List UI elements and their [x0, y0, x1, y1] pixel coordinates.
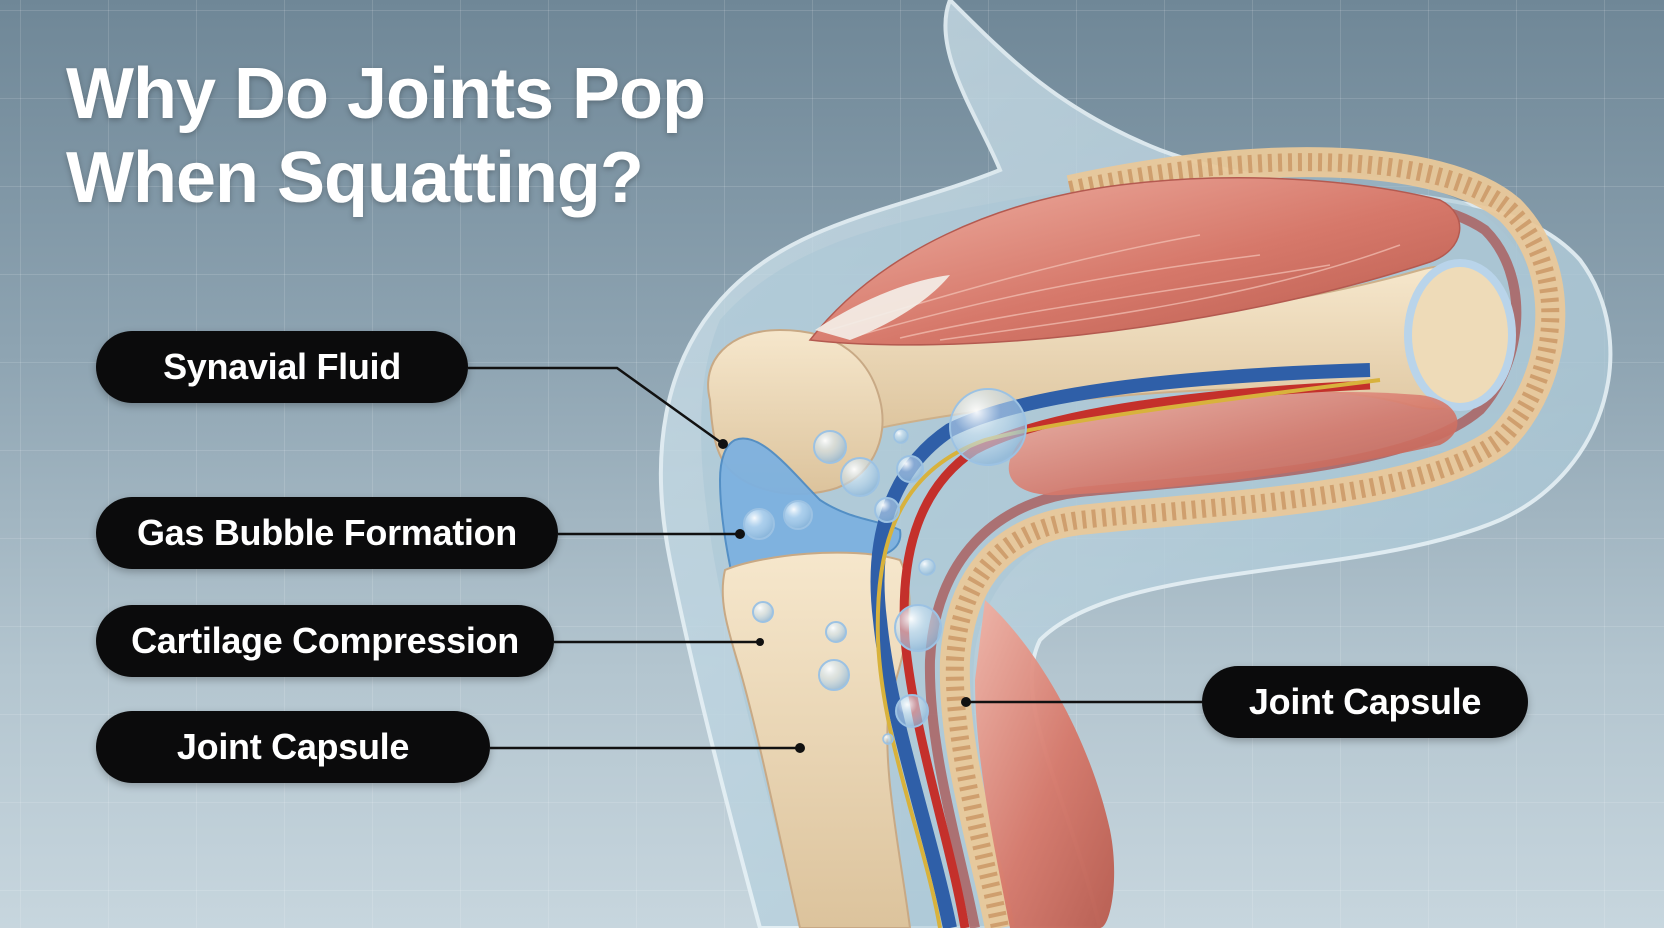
- gas-bubbles: [743, 388, 1027, 745]
- vein: [870, 363, 1371, 928]
- label-joint-capsule-left: Joint Capsule: [96, 711, 490, 783]
- artery: [899, 380, 1371, 928]
- label-gas-bubble-formation: Gas Bubble Formation: [96, 497, 558, 569]
- hamstring-muscle: [1008, 391, 1458, 496]
- leader-synovial-fluid: [468, 366, 724, 446]
- calf-muscle: [975, 600, 1115, 928]
- page-title: Why Do Joints Pop When Squatting?: [66, 54, 706, 218]
- label-joint-capsule-right: Joint Capsule: [1202, 666, 1528, 738]
- nerve: [875, 378, 1381, 928]
- quadriceps-muscle: [808, 177, 1461, 346]
- label-synovial-fluid: Synavial Fluid: [96, 331, 468, 403]
- leader-dots: [718, 439, 971, 753]
- label-cartilage-compression: Cartilage Compression: [96, 605, 554, 677]
- leader-lines: [468, 366, 1202, 750]
